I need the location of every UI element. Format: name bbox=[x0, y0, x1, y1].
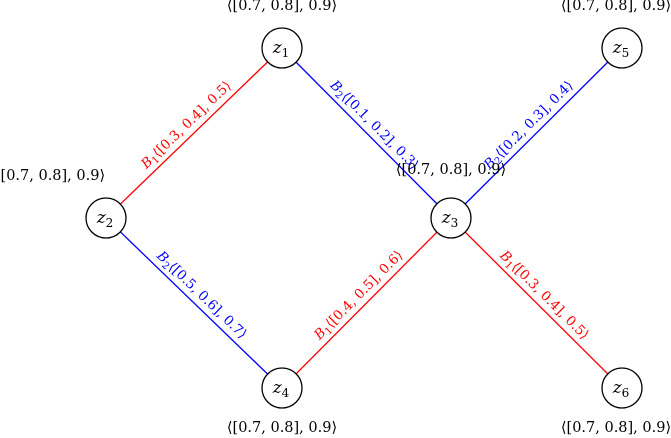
nodes-layer: z1 z2 z3 z4 z5 z6 bbox=[85, 27, 643, 409]
edge-label-value: ⟨[0.4, 0.5], 0.6⟩ bbox=[323, 247, 407, 331]
node-circle bbox=[261, 367, 303, 409]
node-circle bbox=[601, 27, 643, 69]
node-value-z6: ⟨[0.7, 0.8], 0.9⟩ bbox=[561, 420, 671, 436]
node-value-z1: ⟨[0.7, 0.8], 0.9⟩ bbox=[227, 0, 337, 14]
edge-label-z3-z5: B2⟨[0.2, 0.3], 0.4⟩ bbox=[480, 78, 578, 175]
edge-z1-z3 bbox=[281, 47, 452, 219]
edge-z3-z6 bbox=[450, 217, 623, 389]
edge-label-value: ⟨[0.1, 0.2], 0.3⟩ bbox=[338, 89, 422, 173]
edge-label-value: ⟨[0.3, 0.4], 0.5⟩ bbox=[508, 259, 592, 343]
edge-z2-z4 bbox=[105, 217, 283, 389]
node-label: z5 bbox=[612, 38, 630, 60]
node-z4: z4 bbox=[261, 367, 303, 409]
node-value-z3: ⟨[0.7, 0.8], 0.9⟩ bbox=[396, 162, 506, 178]
edge-z4-z3 bbox=[281, 217, 452, 389]
node-value-z4: ⟨[0.7, 0.8], 0.9⟩ bbox=[227, 420, 337, 436]
node-value-z2: ⟨[0.7, 0.8], 0.9⟩ bbox=[0, 168, 105, 184]
node-value-z5: ⟨[0.7, 0.8], 0.9⟩ bbox=[561, 0, 671, 14]
edge-z3-z5 bbox=[450, 47, 623, 219]
edge-label-z4-z3: B1⟨[0.4, 0.5], 0.6⟩ bbox=[310, 247, 407, 345]
node-circle bbox=[601, 367, 643, 409]
edge-z1-z2 bbox=[105, 47, 283, 219]
node-circle bbox=[85, 197, 127, 239]
node-z2: z2 bbox=[85, 197, 127, 239]
node-z5: z5 bbox=[601, 27, 643, 69]
node-z3: z3 bbox=[430, 197, 472, 239]
node-circle bbox=[430, 197, 472, 239]
edge-label-value: ⟨[0.5, 0.6], 0.7⟩ bbox=[165, 259, 250, 342]
node-label: z6 bbox=[612, 378, 630, 400]
edge-label-value: ⟨[0.3, 0.4], 0.5⟩ bbox=[150, 78, 235, 161]
node-z6: z6 bbox=[601, 367, 643, 409]
node-label: z2 bbox=[96, 208, 114, 230]
node-label: z3 bbox=[441, 208, 459, 230]
edge-label-z1-z3: B2⟨[0.1, 0.2], 0.3⟩ bbox=[325, 77, 422, 175]
edge-label-z1-z2: B1⟨[0.3, 0.4], 0.5⟩ bbox=[137, 78, 236, 174]
node-label: z1 bbox=[272, 38, 290, 60]
edge-label-z2-z4: B2⟨[0.5, 0.6], 0.7⟩ bbox=[151, 247, 250, 343]
node-z1: z1 bbox=[261, 27, 303, 69]
edges-layer bbox=[105, 47, 623, 389]
edge-label-z3-z6: B1⟨[0.3, 0.4], 0.5⟩ bbox=[494, 247, 592, 344]
node-circle bbox=[261, 27, 303, 69]
edge-label-value: ⟨[0.2, 0.3], 0.4⟩ bbox=[492, 78, 576, 162]
node-label: z4 bbox=[272, 378, 290, 400]
